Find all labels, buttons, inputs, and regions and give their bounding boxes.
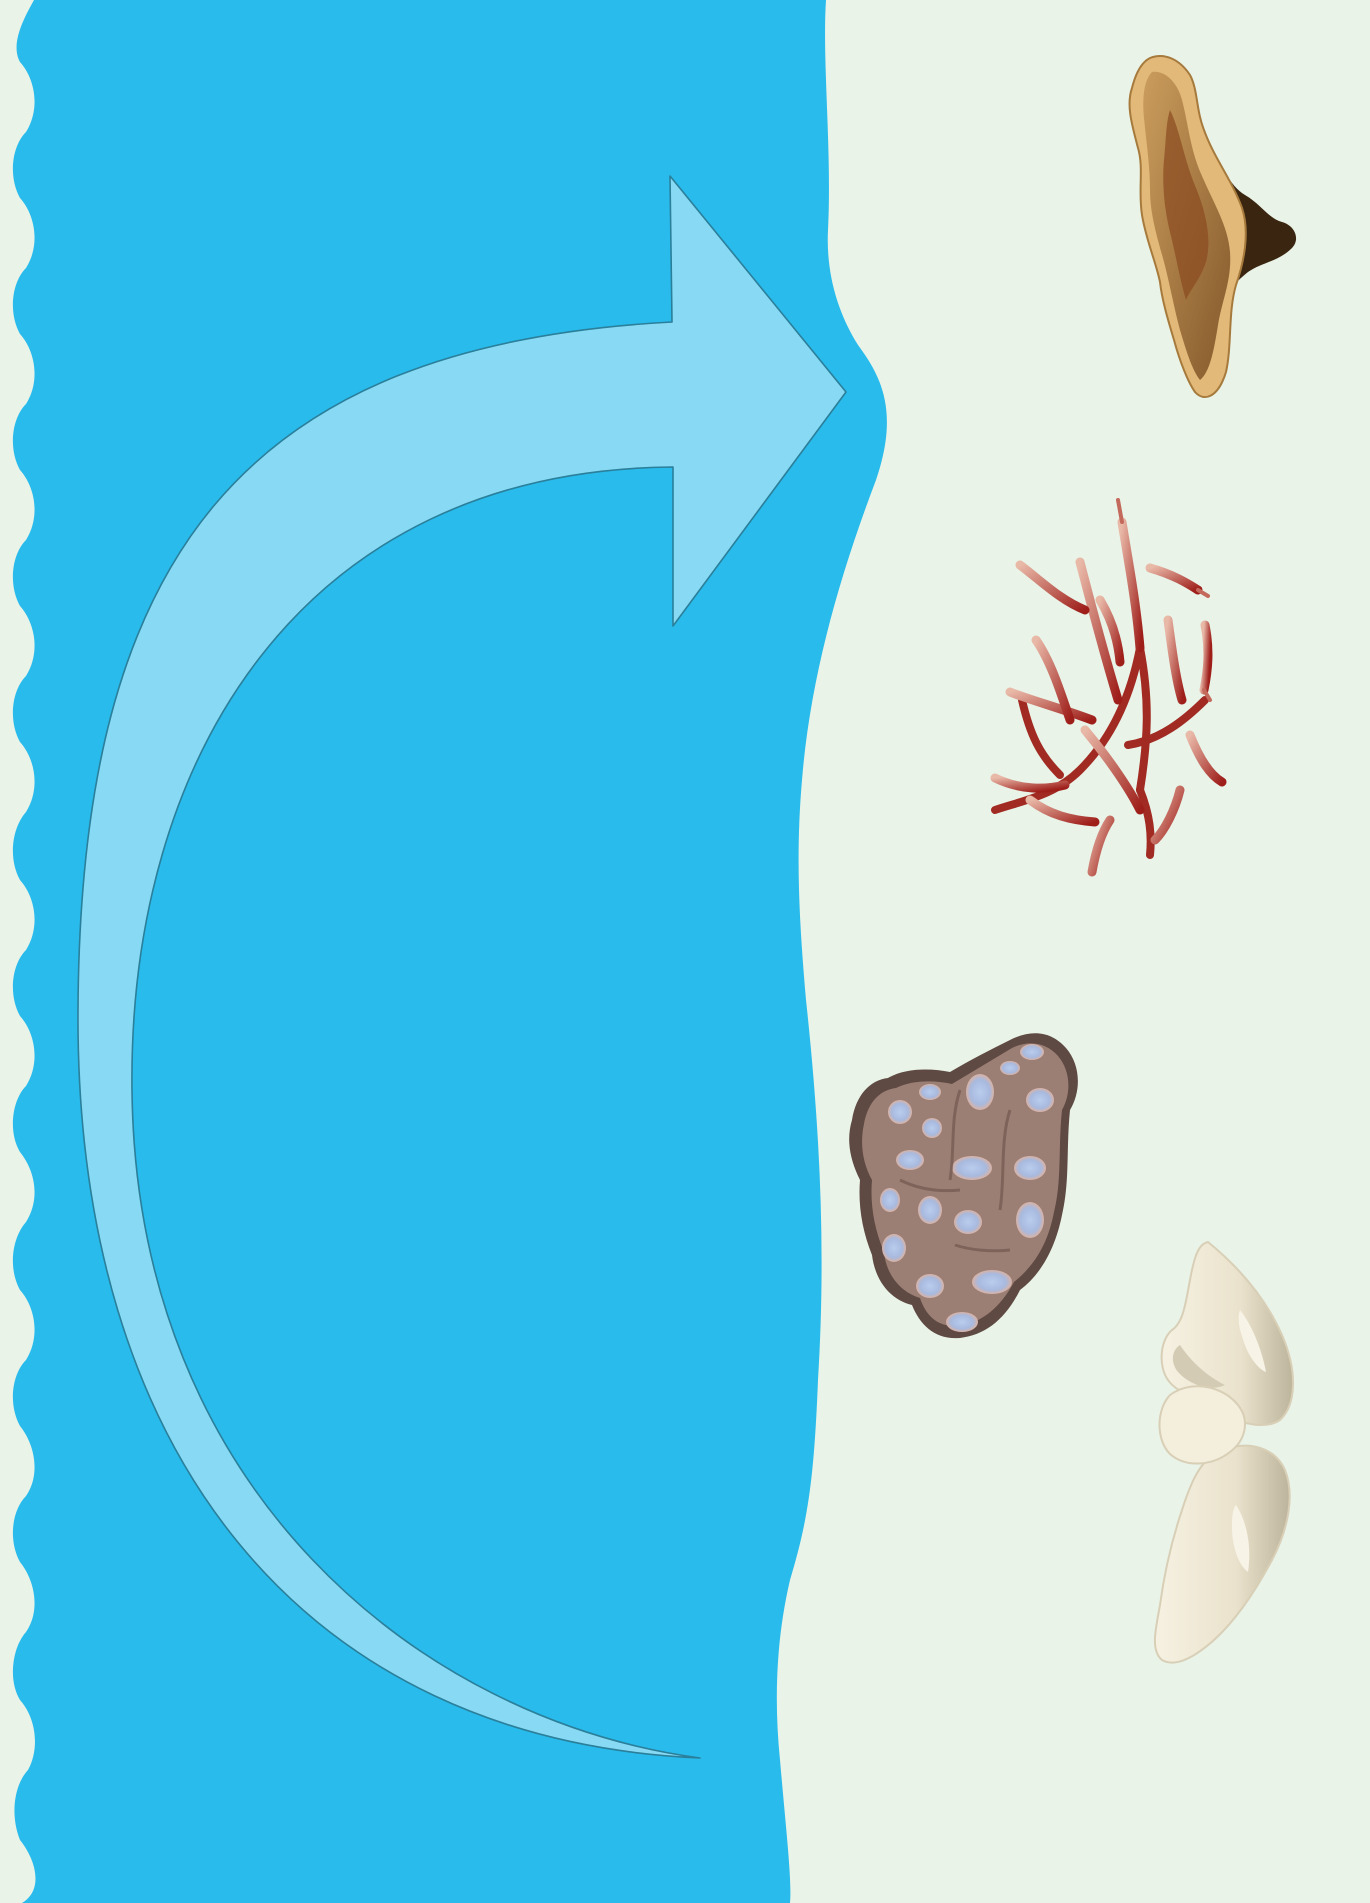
diagram-canvas: [0, 0, 1370, 1903]
water-shore-diagram: [0, 0, 1370, 1903]
